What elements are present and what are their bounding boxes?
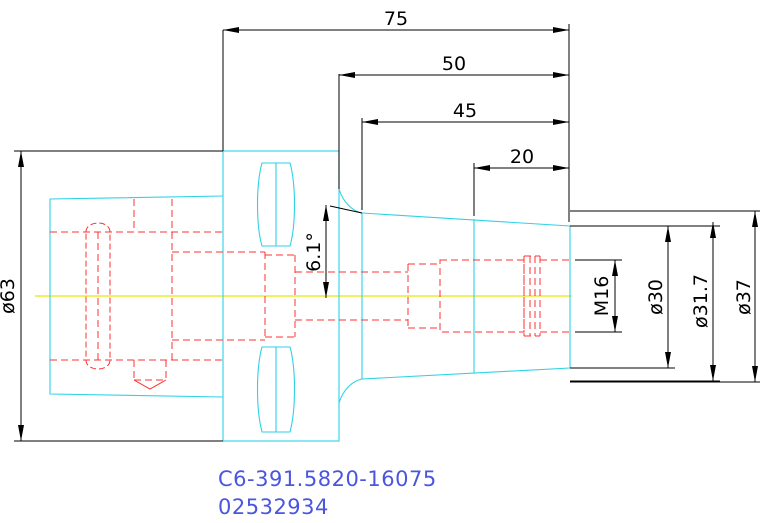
dim-dia-37: ø37 (733, 279, 755, 315)
dim-50: 50 (442, 53, 466, 75)
dim-thread: M16 (591, 276, 613, 317)
dim-dia-30: ø30 (645, 279, 667, 315)
dim-75: 75 (384, 8, 408, 30)
hidden-features (50, 199, 570, 390)
dimension-lines (14, 24, 760, 442)
dim-dia-63: ø63 (0, 278, 19, 314)
dim-dia-31-7: ø31.7 (690, 274, 712, 328)
dim-20: 20 (510, 146, 534, 168)
holder-outline (49, 150, 571, 442)
part-code: C6-391.5820-16075 (218, 467, 437, 491)
dim-45: 45 (453, 100, 477, 122)
dim-angle: 6.1° (303, 232, 325, 272)
part-number: 02532934 (218, 495, 329, 519)
